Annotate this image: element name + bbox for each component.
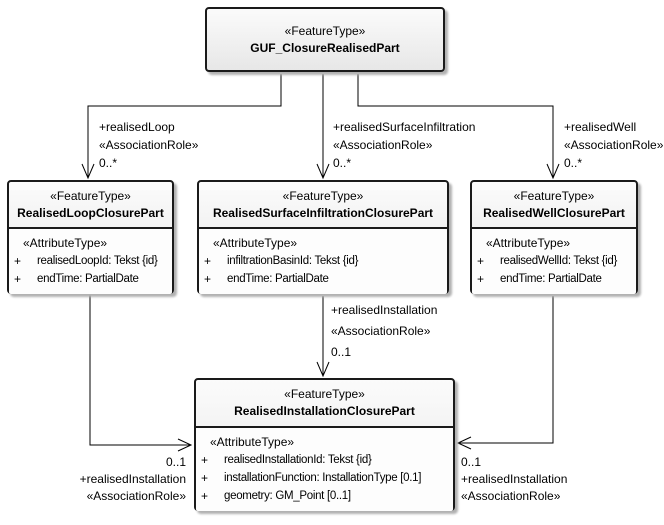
class-box-guf-closure-realised-part[interactable]: «FeatureType» GUF_ClosureRealisedPart: [205, 7, 445, 72]
association-role-name: +realisedInstallation: [461, 472, 568, 486]
attribute-text: realisedWellId: Tekst {id}: [500, 255, 618, 267]
open-arrowhead-down-icon: [316, 163, 330, 180]
association-stereotype: «AssociationRole»: [564, 138, 664, 152]
attribute-row: + endTime: PartialDate: [199, 270, 447, 288]
association-multiplicity: 0..*: [564, 156, 583, 170]
label-connector-realised-well: +realisedWell «AssociationRole» 0..*: [564, 118, 663, 172]
label-connector-realised-installation-right: 0..1 +realisedInstallation «AssociationR…: [461, 454, 567, 505]
attribute-stereotype: «AttributeType»: [213, 236, 298, 250]
attribute-visibility: +: [201, 489, 209, 503]
class-name: RealisedLoopClosurePart: [17, 205, 164, 220]
attribute-text: infiltrationBasinId: Tekst {id}: [227, 255, 359, 267]
open-arrowhead-left-icon: [456, 436, 472, 450]
attribute-row: + infiltrationBasinId: Tekst {id}: [199, 252, 447, 270]
attribute-text: endTime: PartialDate: [37, 273, 139, 285]
attribute-visibility: +: [201, 453, 209, 467]
class-header: «FeatureType» RealisedSurfaceInfiltratio…: [199, 182, 447, 227]
open-arrowhead-down-icon: [316, 361, 330, 378]
association-role-name: +realisedSurfaceInfiltration: [333, 120, 476, 134]
association-role-name: +realisedInstallation: [331, 303, 438, 317]
association-multiplicity: 0..1: [331, 345, 352, 359]
association-stereotype: «AssociationRole»: [461, 489, 561, 503]
class-header: «FeatureType» GUF_ClosureRealisedPart: [207, 9, 443, 70]
association-stereotype: «AssociationRole»: [333, 138, 433, 152]
class-stereotype: «FeatureType»: [50, 188, 131, 203]
attribute-row: + endTime: PartialDate: [9, 270, 172, 288]
attribute-text: installationFunction: InstallationType […: [224, 472, 422, 484]
open-arrowhead-down-icon: [81, 163, 95, 180]
label-connector-realised-installation-left: 0..1 +realisedInstallation «AssociationR…: [58, 454, 186, 505]
connector-realised-installation-left[interactable]: [89, 294, 193, 452]
connector-line[interactable]: [89, 294, 190, 446]
attribute-row: + installationFunction: InstallationType…: [196, 469, 453, 487]
association-role-name: +realisedWell: [564, 120, 637, 134]
attribute-text: realisedInstallationId: Tekst {id}: [224, 454, 372, 466]
attribute-visibility: +: [14, 272, 22, 286]
connector-realised-installation-center[interactable]: [316, 296, 330, 378]
class-box-realised-surface-infiltration-closure-part[interactable]: «FeatureType» RealisedSurfaceInfiltratio…: [197, 180, 449, 294]
attribute-visibility: +: [204, 254, 212, 268]
association-role-name: +realisedLoop: [99, 120, 175, 134]
class-name: GUF_ClosureRealisedPart: [250, 40, 400, 55]
label-connector-realised-surface-infiltration: +realisedSurfaceInfiltration «Associatio…: [333, 118, 475, 172]
class-box-realised-loop-closure-part[interactable]: «FeatureType» RealisedLoopClosurePart «A…: [7, 180, 174, 294]
class-stereotype: «FeatureType»: [284, 23, 366, 38]
attribute-text: realisedLoopId: Tekst {id}: [37, 255, 158, 267]
class-name: RealisedSurfaceInfiltrationClosurePart: [212, 205, 434, 220]
class-box-realised-well-closure-part[interactable]: «FeatureType» RealisedWellClosurePart «A…: [470, 180, 638, 294]
association-stereotype: «AssociationRole»: [86, 489, 186, 503]
open-arrowhead-down-icon: [546, 163, 560, 180]
connector-line[interactable]: [87, 74, 282, 177]
class-attribute-compartment: «AttributeType» + infiltrationBasinId: T…: [199, 227, 447, 294]
class-attribute-compartment: «AttributeType» + realisedWellId: Tekst …: [472, 227, 636, 294]
attribute-row: + geometry: GM_Point [0..1]: [196, 487, 453, 505]
association-multiplicity: 0..1: [165, 455, 186, 469]
attribute-visibility: +: [477, 254, 485, 268]
class-stereotype: «FeatureType»: [513, 188, 595, 203]
attribute-row: + realisedInstallationId: Tekst {id}: [196, 451, 453, 469]
attribute-visibility: +: [201, 471, 209, 485]
class-box-realised-installation-closure-part[interactable]: «FeatureType» RealisedInstallationClosur…: [194, 378, 455, 511]
association-multiplicity: 0..1: [461, 455, 482, 469]
class-header: «FeatureType» RealisedLoopClosurePart: [9, 182, 172, 227]
class-name: RealisedInstallationClosurePart: [234, 404, 415, 418]
connector-realised-loop[interactable]: [81, 74, 282, 180]
attribute-stereotype: «AttributeType»: [486, 236, 571, 250]
connector-line[interactable]: [459, 296, 554, 444]
association-stereotype: «AssociationRole»: [331, 324, 431, 338]
attribute-visibility: +: [204, 272, 212, 286]
attribute-visibility: +: [477, 272, 485, 286]
class-header: «FeatureType» RealisedInstallationClosur…: [196, 380, 453, 426]
class-stereotype: «FeatureType»: [282, 188, 364, 203]
attribute-row: + realisedWellId: Tekst {id}: [472, 252, 636, 270]
class-header: «FeatureType» RealisedWellClosurePart: [472, 182, 636, 227]
attribute-text: endTime: PartialDate: [227, 273, 329, 285]
label-connector-realised-installation-center: +realisedInstallation «AssociationRole» …: [331, 300, 437, 363]
attribute-text: geometry: GM_Point [0..1]: [224, 490, 351, 502]
association-multiplicity: 0..*: [333, 156, 352, 170]
association-multiplicity: 0..*: [99, 156, 118, 170]
attribute-text: endTime: PartialDate: [500, 273, 602, 285]
class-attribute-compartment: «AttributeType» + realisedInstallationId…: [196, 426, 453, 511]
attribute-stereotype: «AttributeType»: [210, 435, 295, 449]
association-role-name: +realisedInstallation: [79, 472, 186, 486]
attribute-visibility: +: [14, 254, 22, 268]
class-name: RealisedWellClosurePart: [483, 205, 625, 220]
attribute-row: + realisedLoopId: Tekst {id}: [9, 252, 172, 270]
connector-line[interactable]: [357, 74, 554, 177]
connector-realised-surface-infiltration[interactable]: [316, 74, 330, 180]
label-connector-realised-loop: +realisedLoop «AssociationRole» 0..*: [99, 118, 198, 172]
attribute-row: + endTime: PartialDate: [472, 270, 636, 288]
attribute-stereotype: «AttributeType»: [23, 236, 108, 250]
association-stereotype: «AssociationRole»: [99, 138, 199, 152]
class-stereotype: «FeatureType»: [284, 387, 365, 401]
open-arrowhead-right-icon: [177, 438, 193, 452]
class-attribute-compartment: «AttributeType» + realisedLoopId: Tekst …: [9, 227, 172, 294]
connector-realised-well[interactable]: [357, 74, 560, 180]
connector-realised-installation-right[interactable]: [456, 296, 554, 450]
